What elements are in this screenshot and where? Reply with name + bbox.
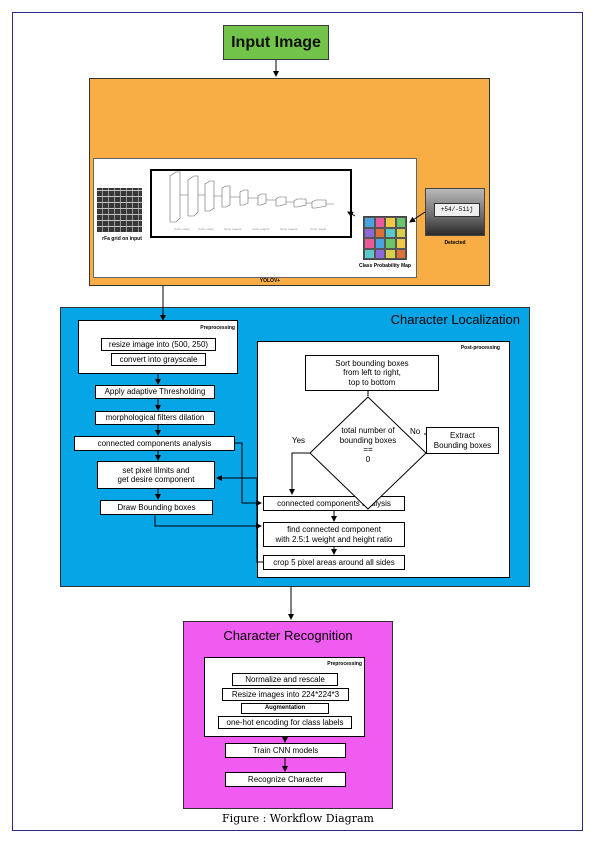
figure-caption: Figure : Workflow Diagram <box>222 812 374 825</box>
extract-step: Extract Bounding boxes <box>426 427 499 454</box>
draw-bounding-boxes-step: Draw Bounding boxes <box>100 500 213 515</box>
localization-preprocessing-label: Preprocessing <box>200 325 235 331</box>
detected-label: Detected <box>444 240 466 246</box>
probability-cell <box>385 217 396 228</box>
plate-text: +54/-51ij <box>434 203 480 217</box>
class-probability-map-label: Class Probability Map <box>359 263 411 269</box>
resize-step: resize image into (500, 250) <box>101 338 216 351</box>
probability-cell <box>374 248 385 259</box>
probability-cell <box>395 217 406 228</box>
probability-cell <box>374 238 385 249</box>
probability-cell <box>395 238 406 249</box>
probability-cell <box>385 238 396 249</box>
yes-label: Yes <box>292 436 306 445</box>
probability-cell <box>364 227 375 238</box>
decision-diamond <box>309 396 427 510</box>
recognition-preprocessing-label: Preprocessing <box>327 661 362 667</box>
crop-step: crop 5 pixel areas around all sides <box>263 555 405 570</box>
probability-cell <box>364 248 375 259</box>
train-cnn-step: Train CNN models <box>225 743 346 758</box>
normalize-step: Normalize and rescale <box>232 673 338 686</box>
grid-input-label: rFa grid on input <box>102 236 142 242</box>
probability-cell <box>374 217 385 228</box>
threshold-step: Apply adaptive Thresholding <box>95 385 215 399</box>
resize-224-step: Resize images into 224*224*3 <box>222 688 349 701</box>
class-probability-map <box>363 216 407 260</box>
probability-cell <box>395 248 406 259</box>
postprocessing-label: Post-processing <box>460 345 500 351</box>
no-label: No <box>410 427 421 436</box>
page-border <box>12 12 583 831</box>
augmentation-step: Augmentation <box>241 703 329 714</box>
input-image-node: Input Image <box>223 25 329 60</box>
grid-input-image <box>97 188 142 232</box>
probability-cell <box>364 217 375 228</box>
probability-cell <box>385 248 396 259</box>
yolo-footer-label: YOLOV+ <box>259 278 281 284</box>
probability-cell <box>374 227 385 238</box>
probability-cell <box>395 227 406 238</box>
onehot-step: one-hot encoding for class labels <box>218 716 352 729</box>
detected-plate-image: +54/-51ij <box>425 188 485 236</box>
recognize-character-step: Recognize Character <box>225 772 346 787</box>
character-recognition-title: Character Recognition <box>223 628 353 643</box>
sort-step: Sort bounding boxes from left to right, … <box>305 355 439 391</box>
cca-step: connected components analysis <box>74 436 235 451</box>
probability-cell <box>385 227 396 238</box>
grayscale-step: convert into grayscale <box>111 353 206 366</box>
set-pixel-step: set pixel lilmits and get desire compone… <box>97 461 215 489</box>
morph-step: morphological filters dilation <box>95 411 215 425</box>
find-component-step: find connected component with 2.5:1 weig… <box>263 522 405 547</box>
decision-text: total number of bounding boxes == 0 <box>339 426 397 464</box>
probability-cell <box>364 238 375 249</box>
network-architecture-box <box>150 169 352 238</box>
character-localization-title: Character Localization <box>390 312 520 327</box>
